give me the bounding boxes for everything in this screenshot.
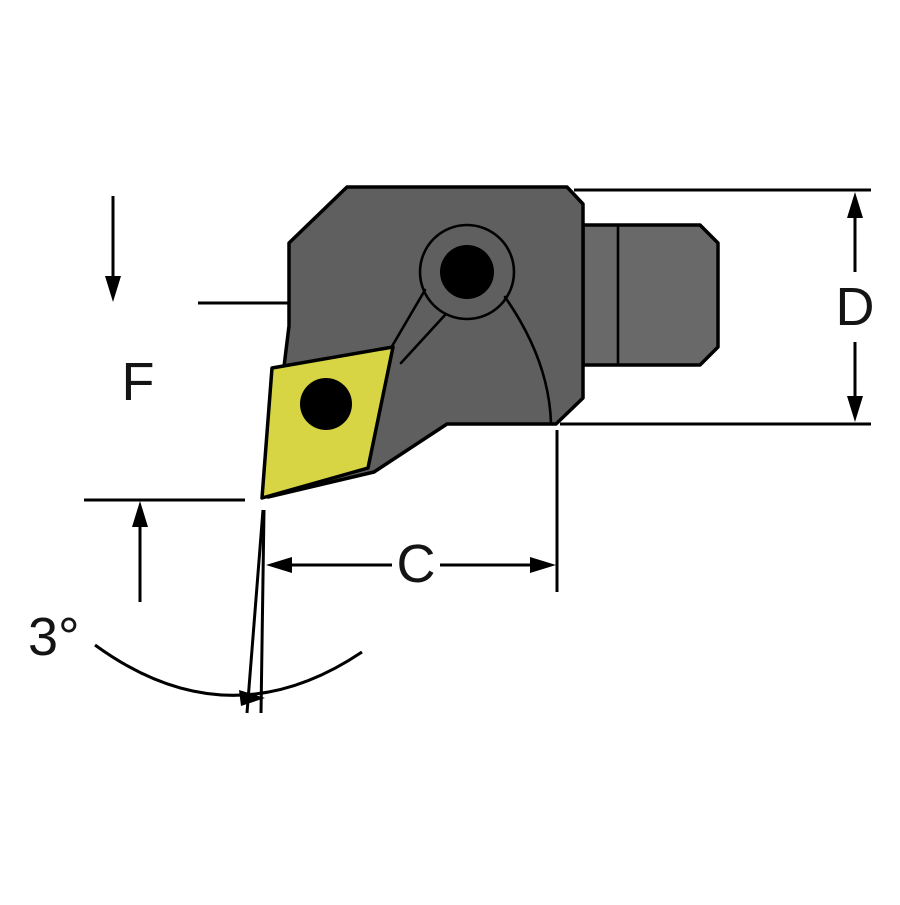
tool-shank — [581, 223, 720, 367]
angle-arc-arrowhead — [239, 690, 265, 706]
dim-f-top-arrowhead — [105, 276, 121, 302]
dim-d-bottom-arrowhead — [847, 396, 863, 422]
angle-slanted-line — [245, 509, 265, 714]
clamp-upper-edge-line — [389, 288, 427, 350]
clamp-lower-edge-line — [399, 313, 447, 365]
head-profile-curve — [503, 295, 553, 425]
clamp-screw-hole — [440, 245, 494, 299]
angle-vertical-line — [259, 509, 266, 714]
angle-arc — [94, 643, 363, 697]
dim-c-left-arrowhead — [266, 557, 292, 573]
dim-d-label: D — [836, 277, 875, 337]
dim-c-right-arrowhead — [530, 557, 556, 573]
dim-d-top-arrowhead — [847, 192, 863, 218]
angle-label: 3° — [28, 607, 80, 667]
dim-c-label: C — [397, 534, 436, 594]
dim-f-bottom-arrowhead — [132, 501, 148, 527]
clamp-screw-boss-circle — [418, 223, 516, 321]
dim-f-label: F — [122, 352, 155, 412]
insert-hole — [300, 378, 352, 430]
